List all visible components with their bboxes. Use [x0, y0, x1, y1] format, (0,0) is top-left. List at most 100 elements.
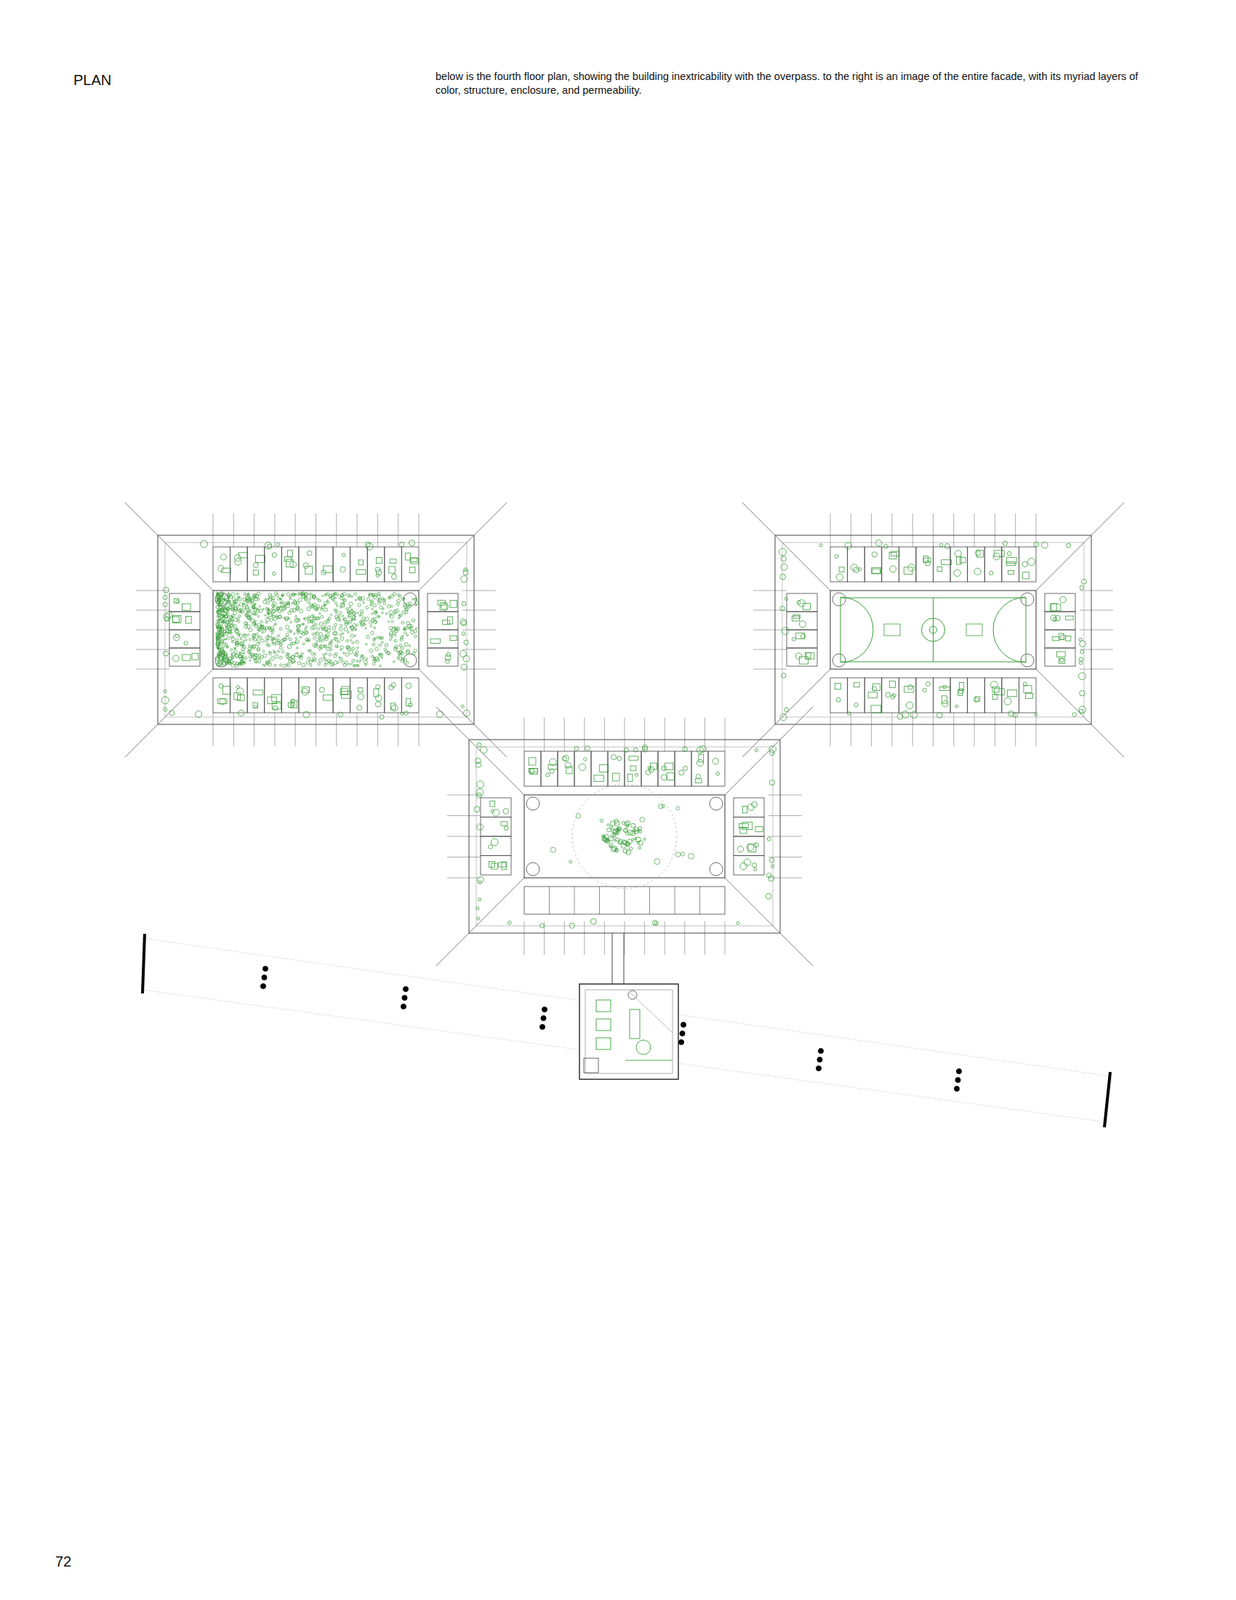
plan-symbol [304, 592, 309, 597]
plan-symbol [256, 591, 261, 596]
plan-symbol [1081, 578, 1087, 584]
plan-symbol [639, 817, 645, 823]
plan-rect [748, 844, 757, 853]
plan-symbol [799, 620, 806, 628]
plan-symbol [301, 652, 304, 655]
plan-rect [993, 550, 1005, 557]
plan-symbol [403, 604, 407, 608]
plan-symbol [753, 867, 757, 871]
plan-symbol [780, 713, 787, 720]
plan-symbol [359, 610, 363, 613]
plan-rect [698, 753, 704, 762]
plan-symbol [393, 660, 396, 664]
plan-symbol [272, 609, 276, 613]
plan-symbol [369, 592, 373, 596]
plan-symbol [277, 615, 282, 619]
plan-symbol [688, 852, 695, 859]
plan-rect [871, 568, 880, 573]
plan-symbol [636, 1039, 651, 1055]
plan-symbol [261, 625, 264, 629]
plan-symbol [796, 600, 801, 605]
plan-symbol [218, 602, 221, 604]
plan-line [213, 712, 214, 746]
plan-rect [221, 567, 231, 573]
plan-symbol [385, 612, 388, 615]
plan-symbol [459, 649, 467, 657]
plan-symbol [678, 1038, 684, 1045]
plan-rect [557, 751, 575, 786]
plan-line [724, 706, 813, 795]
plan-line [1079, 590, 1114, 592]
plan-symbol [256, 639, 259, 641]
plan-symbol [342, 615, 344, 617]
plan-symbol [273, 649, 276, 653]
plan-symbol [901, 711, 909, 719]
plan-line [699, 886, 701, 914]
plan-rect [708, 751, 725, 786]
plan-line [233, 513, 235, 547]
plan-symbol [291, 701, 296, 706]
plan-symbol [461, 631, 466, 636]
plan-symbol [248, 628, 253, 632]
plan-symbol [884, 544, 889, 549]
plan-symbol [625, 820, 631, 826]
plan-symbol [356, 647, 359, 649]
plan-rect [853, 682, 860, 688]
plan-symbol [357, 596, 360, 600]
plan-symbol [216, 610, 220, 614]
plan-symbol [387, 620, 389, 622]
plan-symbol [277, 607, 280, 611]
plan-symbol [354, 634, 357, 637]
plan-symbol [1078, 657, 1084, 662]
plan-symbol [225, 631, 229, 635]
plan-symbol [343, 618, 346, 621]
plan-rect [804, 652, 815, 660]
plan-symbol [336, 645, 339, 648]
plan-symbol [574, 746, 579, 752]
plan-symbol [341, 553, 346, 557]
plan-rect [298, 677, 317, 713]
plan-symbol [306, 607, 311, 611]
plan-symbol [922, 687, 927, 692]
plan-symbol [250, 618, 255, 623]
plan-symbol [695, 773, 701, 778]
plan-symbol [229, 595, 232, 599]
plan-symbol [223, 655, 228, 659]
plan-symbol [364, 627, 367, 629]
plan-symbol [277, 634, 280, 637]
plan-symbol [871, 551, 877, 557]
plan-symbol [253, 612, 256, 616]
plan-symbol [645, 769, 651, 776]
plan-symbol [379, 605, 383, 609]
plan-symbol [334, 637, 339, 642]
plan-symbol [769, 857, 774, 863]
plan-symbol [388, 610, 393, 614]
plan-line [397, 712, 399, 746]
plan-symbol [445, 658, 451, 664]
plan-rect [1007, 689, 1018, 697]
plan-symbol [225, 638, 227, 640]
plan-symbol [256, 648, 260, 652]
plan-line [724, 717, 726, 752]
plan-symbol [737, 845, 744, 852]
plan-symbol [231, 619, 234, 621]
plan-symbol [476, 876, 484, 884]
plan-rect [409, 567, 416, 573]
plan-rect [740, 827, 747, 834]
plan-symbol [264, 598, 267, 601]
plan-symbol [268, 659, 270, 661]
plan-symbol [337, 640, 340, 643]
plan-symbol [226, 659, 230, 664]
plan-rect [889, 680, 896, 688]
plan-line [564, 717, 565, 752]
plan-rect [941, 559, 952, 565]
plan-rect [480, 797, 512, 818]
plan-rect [830, 590, 1037, 669]
plan-symbol [231, 652, 233, 655]
plan-symbol [236, 592, 239, 595]
plan-symbol [1008, 710, 1015, 717]
plan-rect [323, 694, 333, 701]
plan-line [1014, 513, 1016, 547]
plan-symbol [218, 631, 222, 635]
plan-symbol [220, 624, 223, 627]
